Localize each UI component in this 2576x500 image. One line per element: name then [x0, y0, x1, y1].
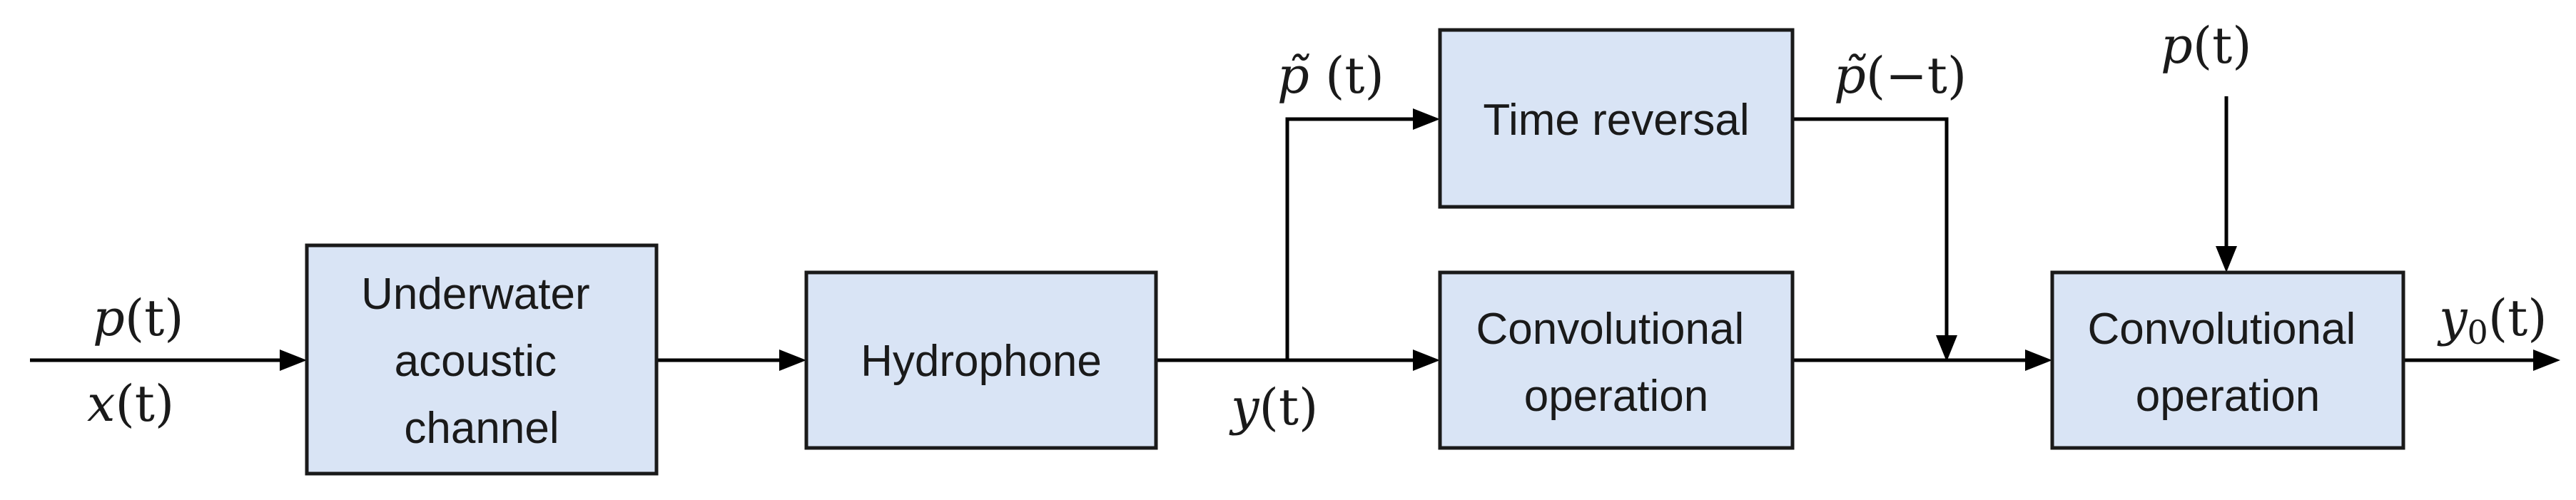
conv1-label-line-1: Convolutional [1476, 305, 1745, 354]
signal-label-input-x: x(t) [87, 374, 174, 433]
arrowhead-conv1 [1413, 350, 1440, 371]
time-reversal-label: Time reversal [1483, 96, 1749, 145]
svg-text:Hydrophone: Hydrophone [861, 337, 1102, 386]
block-underwater-acoustic-channel: Underwater acoustic channel [305, 243, 659, 476]
signal-label-reversed-p-tilde: p̃(−t) [1834, 46, 1967, 105]
conv1-label-line-2: operation [1524, 372, 1709, 421]
signal-label-output-y0: y0(t) [2437, 289, 2547, 352]
channel-label-line-1: Underwater [361, 270, 589, 319]
svg-text:Convolutional operation: Convolutional operation [2088, 305, 2368, 421]
channel-label-line-3: channel [404, 404, 559, 453]
signal-label-input-p: p(t) [93, 289, 184, 347]
arrowhead-channel [280, 350, 307, 371]
svg-text:Convolutional operation: Convolutional operation [1476, 305, 1757, 421]
arrowhead-output [2533, 350, 2560, 371]
connections [30, 96, 2560, 371]
wire-time-reversal-to-junction [1792, 117, 1949, 335]
arrowhead-hydrophone [779, 350, 806, 371]
wire-branch-to-time-reversal [1285, 117, 1413, 360]
arrowhead-reference [2216, 246, 2237, 272]
channel-label-line-2: acoustic [395, 337, 557, 386]
block-hydrophone: Hydrophone [804, 270, 1158, 450]
hydrophone-label: Hydrophone [861, 337, 1102, 386]
block-time-reversal: Time reversal [1438, 28, 1795, 209]
signal-label-hydrophone-output-y: y(t) [1229, 378, 1318, 437]
arrowhead-time-reversal [1413, 108, 1440, 130]
svg-text:Underwater acoustic: Underwater acoustic channel [361, 270, 602, 453]
block-convolutional-operation-1: Convolutional operation [1438, 270, 1795, 450]
signal-label-reference-p: p(t) [2161, 16, 2252, 75]
block-convolutional-operation-2: Convolutional operation [2050, 270, 2405, 450]
conv2-label-line-1: Convolutional [2088, 305, 2356, 354]
arrowhead-conv2 [2025, 350, 2052, 371]
svg-text:Time reversal: Time reversal [1483, 96, 1749, 145]
signal-label-branch-p-tilde: p̃ (t) [1277, 46, 1384, 105]
arrowhead-junction [1936, 335, 1957, 362]
conv2-label-line-2: operation [2136, 372, 2321, 421]
